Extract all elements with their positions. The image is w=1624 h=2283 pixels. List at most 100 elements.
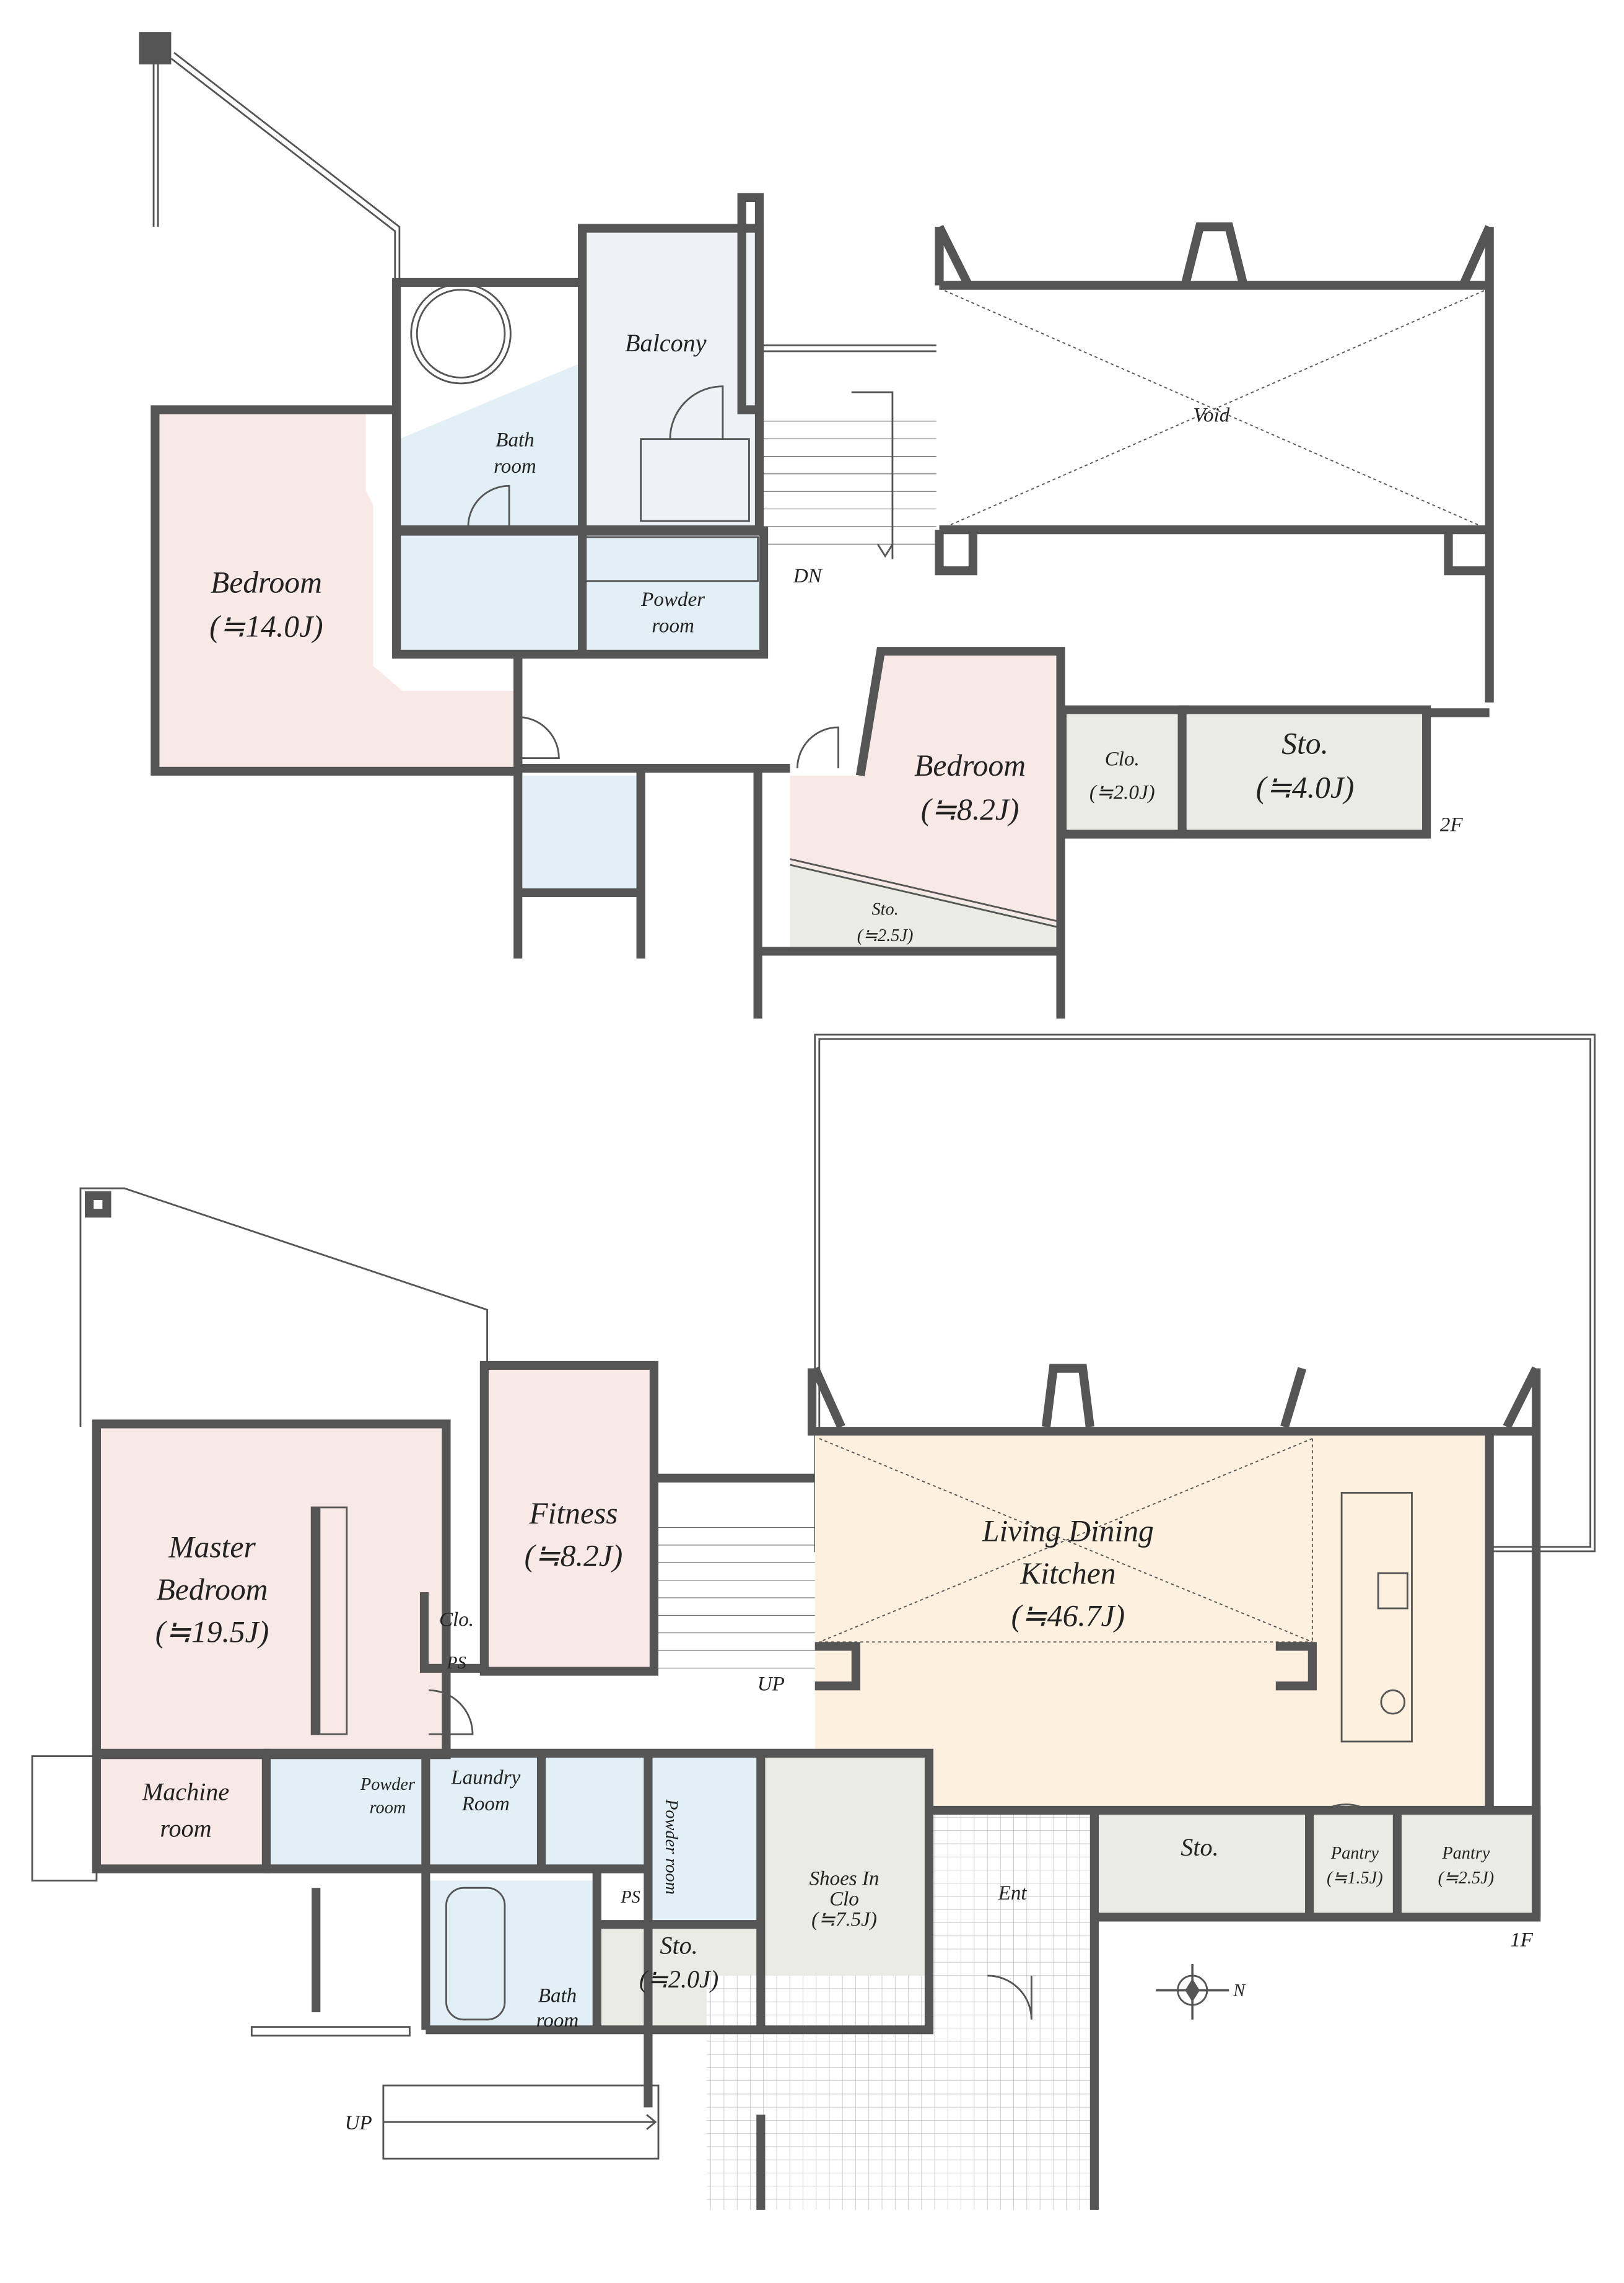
svg-text:(≒8.2J): (≒8.2J) bbox=[525, 1539, 623, 1573]
svg-text:(≒14.0J): (≒14.0J) bbox=[209, 610, 323, 644]
porch-floor bbox=[706, 1975, 1094, 2210]
room-powder-1 bbox=[268, 1756, 425, 1866]
label-balcony: Balcony bbox=[625, 329, 707, 357]
label-bath: Bath bbox=[495, 429, 534, 451]
room-fitness bbox=[487, 1368, 652, 1668]
svg-text:(≒2.0J): (≒2.0J) bbox=[1089, 782, 1155, 804]
floor-2: Bedroom (≒14.0J) Bath room Balcony Powde… bbox=[139, 32, 1494, 1019]
label-pantry-2: Pantry bbox=[1441, 1844, 1490, 1863]
room-powder-2f bbox=[585, 534, 761, 652]
room-storage-2-5 bbox=[790, 863, 1061, 952]
room-toilet-2f bbox=[520, 775, 638, 893]
label-bedroom-14: Bedroom bbox=[211, 566, 322, 600]
svg-text:room: room bbox=[536, 2010, 579, 2032]
stairs-2f bbox=[764, 410, 936, 556]
stair-arrow bbox=[851, 391, 894, 559]
label-1f: 1F bbox=[1510, 1929, 1534, 1952]
compass-icon bbox=[1156, 1964, 1229, 2020]
wall-strip bbox=[737, 193, 764, 414]
label-entrance: Ent bbox=[998, 1882, 1028, 1904]
bath-floor bbox=[399, 362, 581, 527]
door-icon bbox=[429, 1689, 1369, 2020]
svg-text:(≒2.5J): (≒2.5J) bbox=[857, 926, 914, 945]
room-ldk bbox=[814, 1434, 1490, 1811]
label-closet: Clo. bbox=[1105, 748, 1140, 770]
chimney bbox=[139, 32, 172, 64]
svg-text:room: room bbox=[160, 1815, 211, 1843]
room-bath-1f bbox=[429, 1880, 597, 2027]
label-2f: 2F bbox=[1440, 814, 1464, 836]
entrance-floor bbox=[928, 1815, 1094, 1976]
room-master-bedroom bbox=[99, 1427, 443, 1752]
stairs-1f bbox=[653, 1522, 815, 1668]
label-ps-2: PS bbox=[620, 1888, 640, 1907]
compass-label: N bbox=[1233, 1981, 1246, 2000]
room-storage-1f bbox=[1094, 1815, 1310, 1917]
void-cross bbox=[939, 287, 1490, 530]
label-void: Void bbox=[1193, 404, 1229, 426]
label-powder: Powder bbox=[640, 589, 705, 611]
label-bedroom-8: Bedroom bbox=[914, 748, 1026, 782]
svg-text:room: room bbox=[652, 615, 694, 637]
label-shoes-closet: Shoes In bbox=[809, 1867, 879, 1890]
room-powder-2 bbox=[651, 1756, 761, 1925]
floor-1: N Master Bedroom (≒19.5J) Fitness (≒8.2J… bbox=[31, 1033, 1596, 2210]
label-up: UP bbox=[757, 1673, 785, 1695]
room-bedroom-2f bbox=[158, 413, 515, 769]
room-bedroom-8 bbox=[790, 651, 1061, 925]
label-bath-1f: Bath bbox=[538, 1984, 577, 2007]
door-icon bbox=[467, 484, 510, 527]
label-laundry: Laundry bbox=[450, 1766, 520, 1789]
svg-text:room: room bbox=[370, 1799, 406, 1818]
bathtub-icon bbox=[445, 1886, 506, 2021]
room-balcony bbox=[585, 231, 757, 527]
svg-text:(≒1.5J): (≒1.5J) bbox=[1327, 1869, 1383, 1888]
room-toilet-1 bbox=[544, 1756, 648, 1866]
sink-icon bbox=[1377, 1572, 1408, 1610]
label-ldk: Living Dining bbox=[982, 1514, 1154, 1548]
svg-text:(≒8.2J): (≒8.2J) bbox=[921, 792, 1019, 826]
room-machine bbox=[99, 1756, 264, 1866]
svg-text:(≒4.0J): (≒4.0J) bbox=[1256, 770, 1355, 804]
room-pantry-2 bbox=[1397, 1815, 1534, 1917]
door-icon bbox=[669, 385, 724, 439]
svg-text:Clo: Clo bbox=[829, 1888, 859, 1911]
svg-text:Room: Room bbox=[461, 1793, 510, 1815]
door-icon bbox=[518, 716, 839, 769]
label-machine-room: Machine bbox=[142, 1777, 229, 1805]
label-outdoor-up: UP bbox=[345, 2112, 372, 2134]
svg-text:(≒19.5J): (≒19.5J) bbox=[155, 1615, 269, 1649]
vanity bbox=[584, 536, 759, 582]
room-dressing bbox=[399, 534, 581, 652]
label-storage-4: Sto. bbox=[1281, 727, 1329, 761]
label-powder-1: Powder bbox=[360, 1775, 416, 1794]
room-storage-4 bbox=[1185, 712, 1427, 831]
room-closet-2f bbox=[1065, 712, 1182, 831]
stove-icon bbox=[1380, 1689, 1406, 1715]
svg-text:Kitchen: Kitchen bbox=[1019, 1556, 1115, 1590]
label-storage-2: Sto. bbox=[660, 1932, 697, 1960]
label-ps-1: PS bbox=[446, 1654, 466, 1673]
svg-text:room: room bbox=[494, 455, 536, 478]
svg-text:(≒2.0J): (≒2.0J) bbox=[639, 1965, 718, 1993]
room-laundry bbox=[429, 1756, 541, 1866]
label-master-bedroom: Master bbox=[168, 1530, 256, 1564]
label-fitness: Fitness bbox=[528, 1496, 618, 1530]
label-storage-2-5: Sto. bbox=[871, 900, 898, 919]
label-storage-1f: Sto. bbox=[1181, 1833, 1218, 1861]
svg-text:(≒7.5J): (≒7.5J) bbox=[811, 1909, 877, 1931]
label-pantry-1: Pantry bbox=[1330, 1844, 1379, 1863]
terrace-outline bbox=[79, 1187, 489, 1427]
room-pantry-1 bbox=[1314, 1815, 1397, 1917]
label-dn: DN bbox=[793, 565, 823, 587]
terrace-outline bbox=[152, 51, 401, 286]
svg-text:Bedroom: Bedroom bbox=[157, 1572, 268, 1606]
svg-text:(≒2.5J): (≒2.5J) bbox=[1438, 1869, 1495, 1888]
walls-1f bbox=[92, 1361, 1541, 2210]
fins bbox=[935, 222, 1494, 287]
label-closet-1f: Clo. bbox=[439, 1608, 474, 1631]
label-powder-2: Powder room bbox=[661, 1799, 681, 1895]
kitchen-island bbox=[1340, 1492, 1413, 1743]
svg-text:(≒46.7J): (≒46.7J) bbox=[1011, 1598, 1125, 1632]
